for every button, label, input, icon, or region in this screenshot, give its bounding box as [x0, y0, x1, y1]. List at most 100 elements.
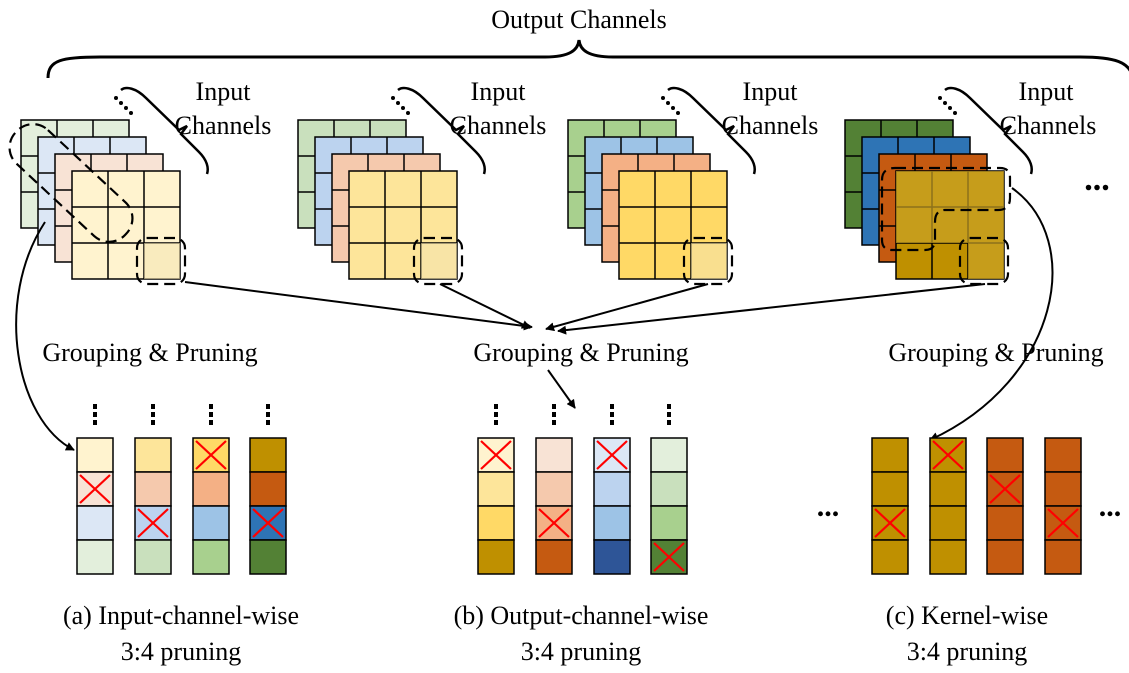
pruned-mark-icon	[1047, 508, 1079, 538]
weight-cell	[650, 437, 688, 473]
column-more-dot	[209, 412, 213, 417]
pruned-mark-icon	[932, 440, 964, 470]
group-c-left-ellipsis: ...	[817, 490, 840, 523]
arrow-to-group-c	[929, 187, 1054, 441]
group-c-column-4	[1044, 437, 1082, 575]
weight-cell	[593, 505, 631, 541]
arrow-filter-2-to-center	[439, 283, 531, 329]
input-channel-labels: Input Channels Input Channels Input Chan…	[175, 77, 1097, 140]
column-more-dot	[667, 412, 671, 417]
filter-1-channel-4	[71, 170, 181, 280]
pruned-mark-icon	[480, 440, 512, 470]
filter-3-more-channels-dot	[661, 96, 665, 100]
weight-cell	[1044, 539, 1082, 575]
filter-4-grouped-cell	[968, 243, 1004, 279]
column-more-dot	[610, 420, 614, 425]
caption-c-line2: 3:4 pruning	[907, 637, 1028, 666]
filter-4-more-channels-dot	[943, 101, 947, 105]
step-label-center: Grouping & Pruning	[473, 338, 688, 367]
filter-1-more-channels-dot	[129, 111, 133, 115]
arrow-to-group-a	[15, 221, 75, 451]
weight-cell	[929, 539, 967, 575]
filter-4-label-channels: Channels	[1000, 111, 1097, 140]
weight-cell	[477, 471, 515, 507]
filter-2-more-channels-dot	[406, 111, 410, 115]
weight-cell	[134, 437, 172, 473]
column-more-dot	[610, 404, 614, 409]
filter-stacks	[20, 86, 1033, 280]
pruned-mark-icon	[79, 474, 111, 504]
weight-cell	[929, 471, 967, 507]
filter-3-more-channels-dot	[666, 101, 670, 105]
column-more-dot	[494, 412, 498, 417]
arrow-filter-1-to-center	[184, 281, 533, 331]
group-outline-filter-1-cell	[135, 236, 187, 286]
filter-1-more-channels-dot	[124, 106, 128, 110]
filter-4-label-input: Input	[1019, 77, 1075, 106]
weight-cell	[650, 471, 688, 507]
weight-cell	[986, 539, 1024, 575]
more-filters-ellipsis: ...	[1084, 161, 1110, 198]
caption-b-line2: 3:4 pruning	[521, 637, 642, 666]
filter-2-more-channels-dot	[391, 96, 395, 100]
weight-cell	[477, 539, 515, 575]
column-more-dot	[552, 420, 556, 425]
filter-1-label-input: Input	[196, 77, 252, 106]
filter-3-input-channels-brace	[667, 86, 756, 175]
group-a-column-4	[249, 404, 287, 575]
filter-4-more-channels-dot	[953, 111, 957, 115]
column-more-dot	[667, 420, 671, 425]
column-more-dot	[93, 412, 97, 417]
filter-1-input-channels-brace	[120, 86, 209, 175]
filter-1-label-channels: Channels	[175, 111, 272, 140]
weight-cell	[192, 471, 230, 507]
filter-4-grouped-kernel	[896, 171, 1004, 243]
column-more-dot	[209, 404, 213, 409]
weight-cell	[871, 539, 909, 575]
caption-a-line2: 3:4 pruning	[121, 637, 242, 666]
group-a	[76, 404, 287, 575]
column-more-dot	[494, 404, 498, 409]
column-more-dot	[610, 412, 614, 417]
filter-3-label-input: Input	[743, 77, 799, 106]
filter-3	[567, 86, 756, 280]
weight-cell	[76, 539, 114, 575]
weight-cell	[650, 505, 688, 541]
group-outline-input-channel	[8, 123, 134, 243]
weight-cell	[1044, 437, 1082, 473]
column-more-dot	[93, 420, 97, 425]
filter-2-label-channels: Channels	[450, 111, 547, 140]
weight-cell	[871, 471, 909, 507]
group-outline-filter-3-cell	[682, 236, 734, 286]
filter-4-more-channels-dot	[938, 96, 942, 100]
filter-1	[20, 86, 209, 280]
group-c-right-ellipsis: ...	[1099, 490, 1122, 523]
weight-cell	[593, 471, 631, 507]
column-more-dot	[93, 404, 97, 409]
group-outline-filter-2-cell	[412, 236, 464, 286]
column-more-dot	[552, 412, 556, 417]
weight-cell	[76, 437, 114, 473]
weight-cell	[871, 437, 909, 473]
filter-1-grouped-cell	[144, 243, 180, 279]
pruned-mark-icon	[596, 440, 628, 470]
filter-3-grouped-cell	[691, 243, 727, 279]
filter-4-more-channels-dot	[948, 106, 952, 110]
pruned-mark-icon	[874, 508, 906, 538]
column-more-dot	[266, 412, 270, 417]
group-outline-kernel	[880, 166, 1012, 252]
group-b-column-4	[650, 404, 688, 575]
column-more-dot	[209, 420, 213, 425]
weight-cell	[76, 505, 114, 541]
group-c-column-1	[871, 437, 909, 575]
filter-2-grouped-cell	[421, 243, 457, 279]
diagram-title: Output Channels	[491, 5, 667, 34]
weight-cell	[535, 437, 573, 473]
column-more-dot	[266, 404, 270, 409]
weight-cell	[986, 437, 1024, 473]
column-more-dot	[552, 404, 556, 409]
weight-cell	[593, 539, 631, 575]
filter-4-input-channels-brace	[944, 86, 1033, 175]
pruned-mark-icon	[252, 508, 284, 538]
weight-cell	[249, 437, 287, 473]
